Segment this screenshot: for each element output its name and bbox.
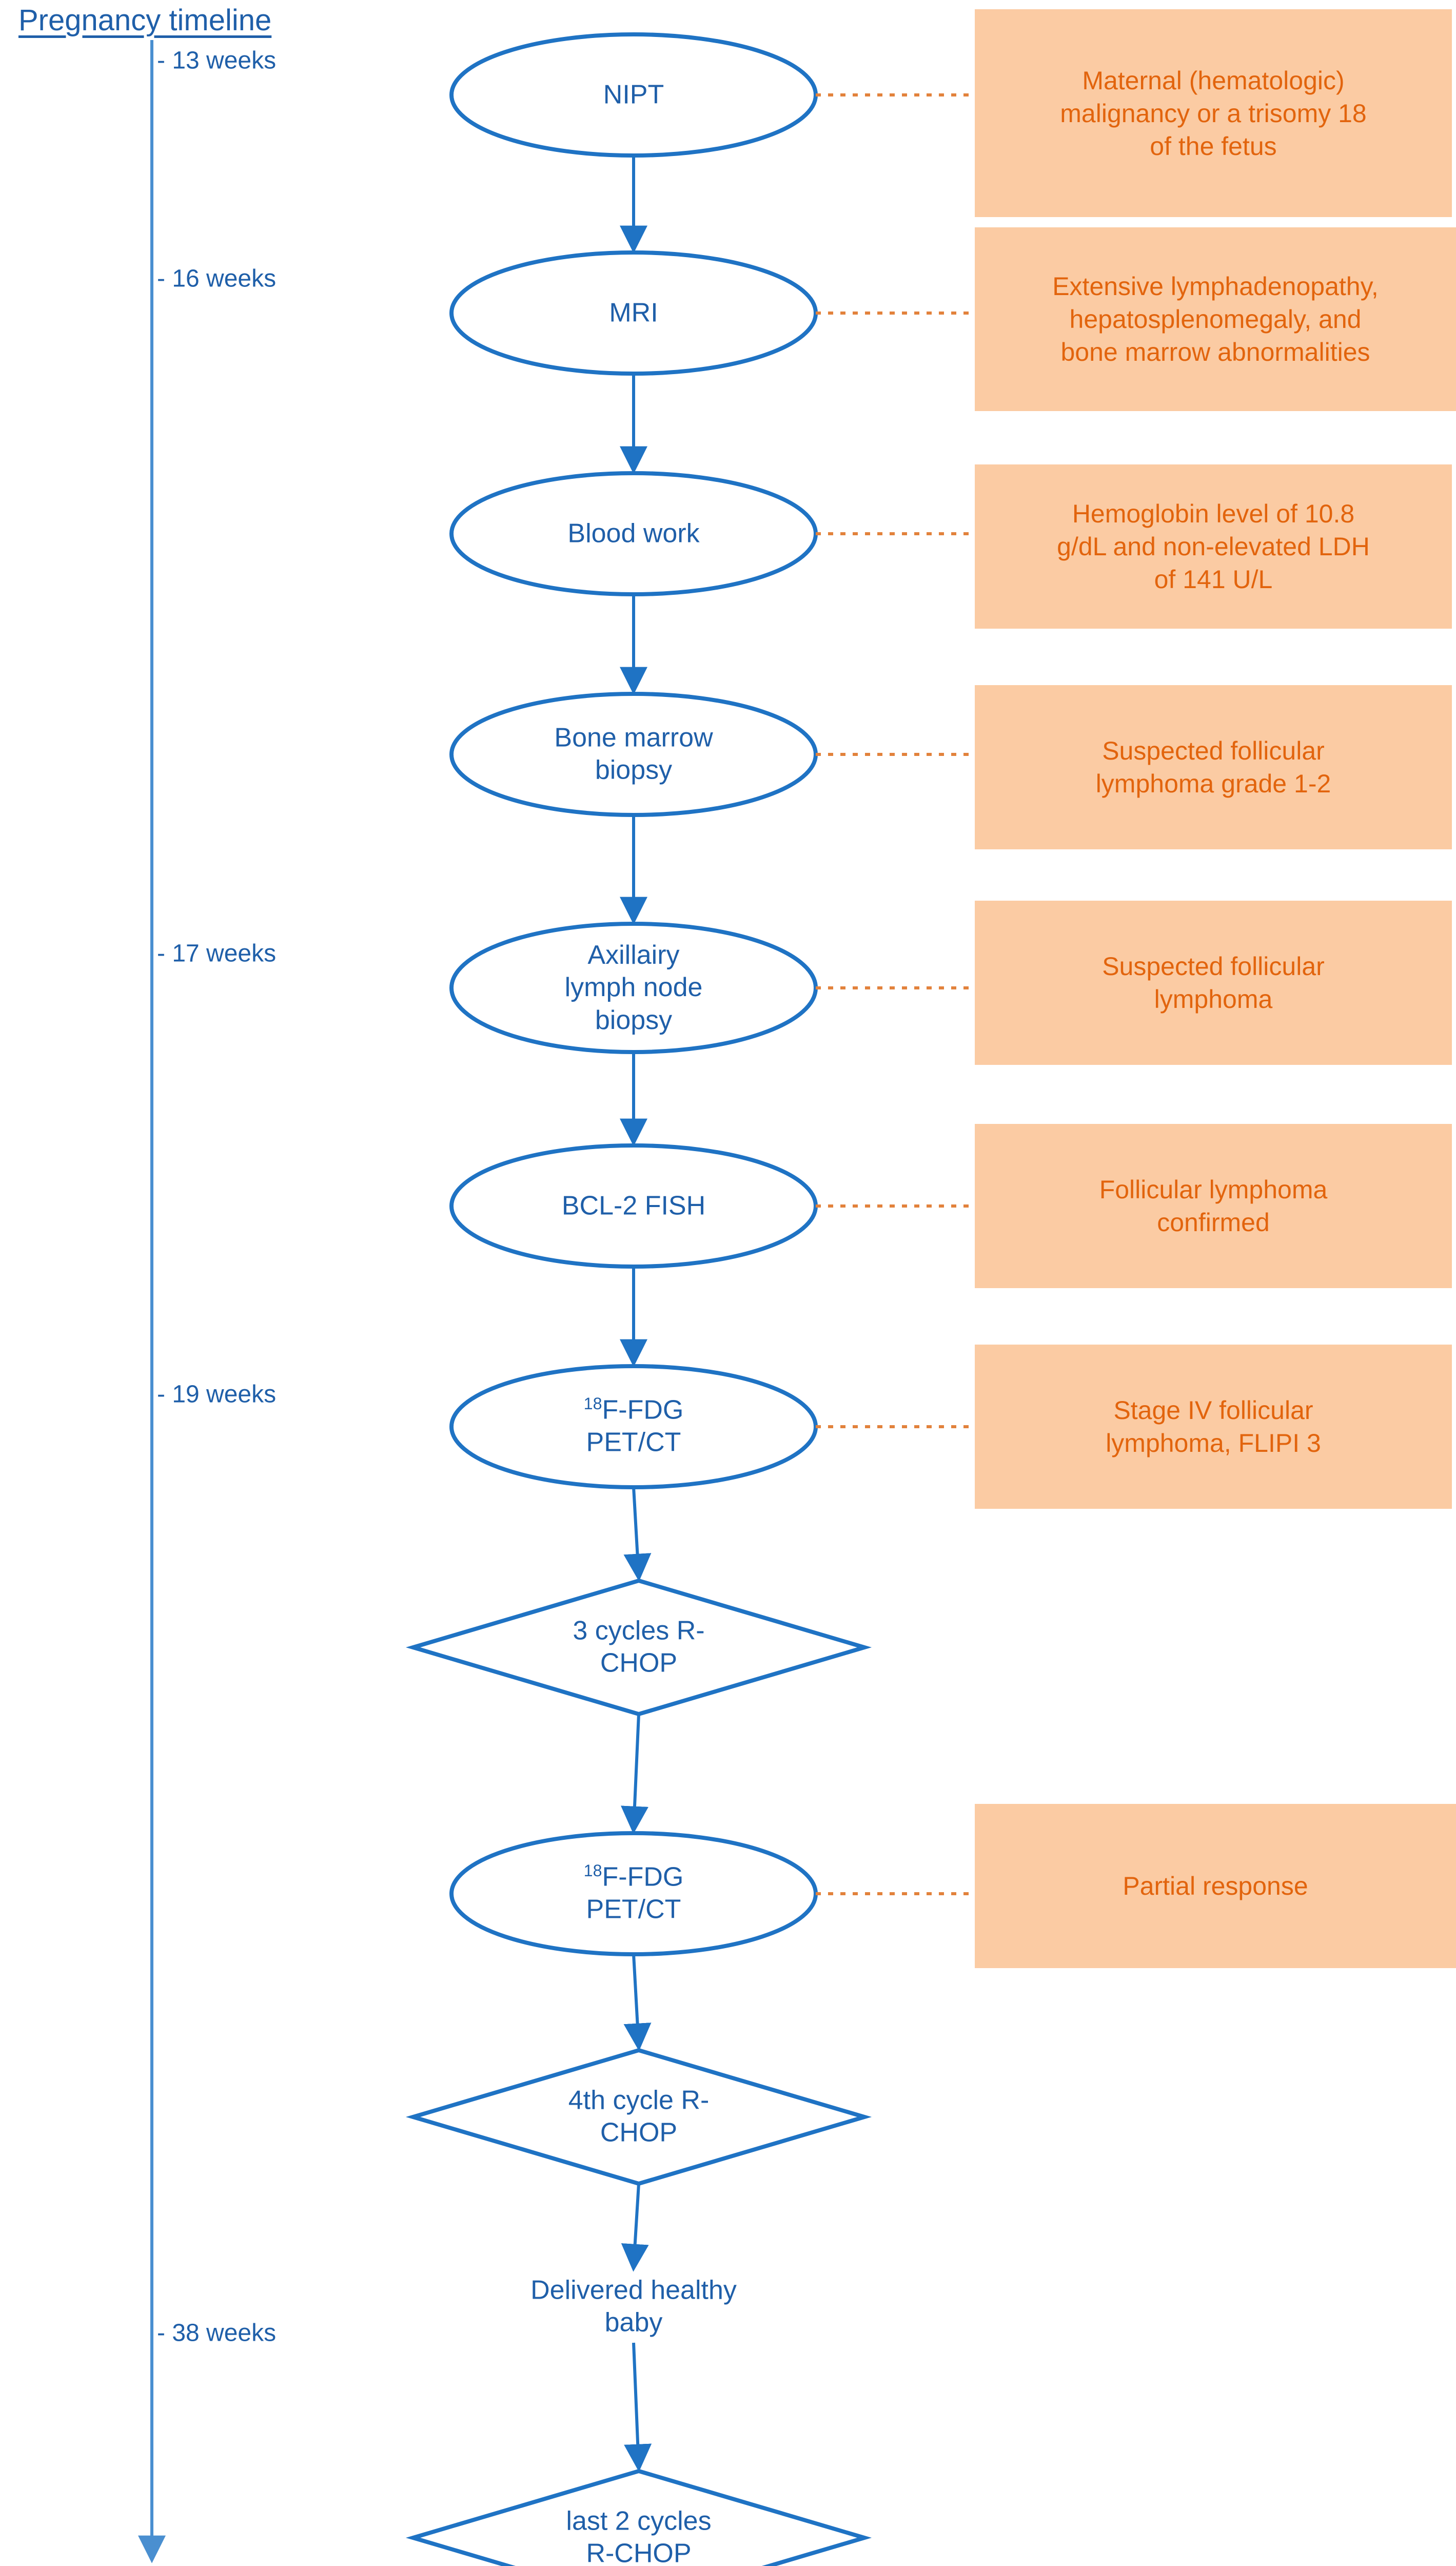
connector-rchop3-to-petct2 (621, 1714, 648, 1834)
timeline-marker: - 19 weeks (157, 1381, 277, 1408)
timeline-title: Pregnancy timeline (18, 4, 272, 37)
node-shape-petct1[interactable] (449, 1364, 818, 1489)
connector-delivery-to-rchoplast (624, 2342, 652, 2472)
connector-layer (620, 155, 652, 2472)
connector-petct1-to-rchop3 (623, 1487, 652, 1582)
node-shape-rchoplast[interactable] (405, 2468, 872, 2566)
timeline-marker: - 13 weeks (157, 47, 277, 74)
timeline-marker: - 16 weeks (157, 265, 277, 293)
note-blood: Hemoglobin level of 10.8 g/dL and non-el… (975, 464, 1452, 629)
node-shape-petct2[interactable] (449, 1831, 818, 1956)
node-shape-bmbx[interactable] (449, 692, 818, 817)
node-shape-mri[interactable] (449, 250, 818, 376)
note-alnbx: Suspected follicular lymphoma (975, 901, 1452, 1065)
connector-rchop4-to-delivery (621, 2183, 649, 2272)
note-petct1: Stage IV follicular lymphoma, FLIPI 3 (975, 1345, 1452, 1509)
note-bmbx: Suspected follicular lymphoma grade 1-2 (975, 685, 1452, 849)
note-bcl2: Follicular lymphoma confirmed (975, 1124, 1452, 1288)
node-shape-rchop4[interactable] (405, 2048, 872, 2186)
note-petct2: Partial response (975, 1804, 1456, 1968)
node-shape-blood[interactable] (449, 471, 818, 596)
note-mri: Extensive lymphadenopathy, hepatosplenom… (975, 227, 1456, 411)
node-shape-bcl2[interactable] (449, 1143, 818, 1269)
connector-petct2-to-rchop4 (623, 1954, 652, 2051)
timeline-marker: - 17 weeks (157, 940, 277, 967)
node-shape-rchop3[interactable] (405, 1578, 872, 1717)
node-shape-nipt[interactable] (449, 32, 818, 158)
timeline-marker: - 38 weeks (157, 2319, 277, 2347)
note-nipt: Maternal (hematologic) malignancy or a t… (975, 9, 1452, 217)
node-shape-alnbx[interactable] (449, 922, 818, 1054)
leader-line-layer (816, 93, 975, 1895)
